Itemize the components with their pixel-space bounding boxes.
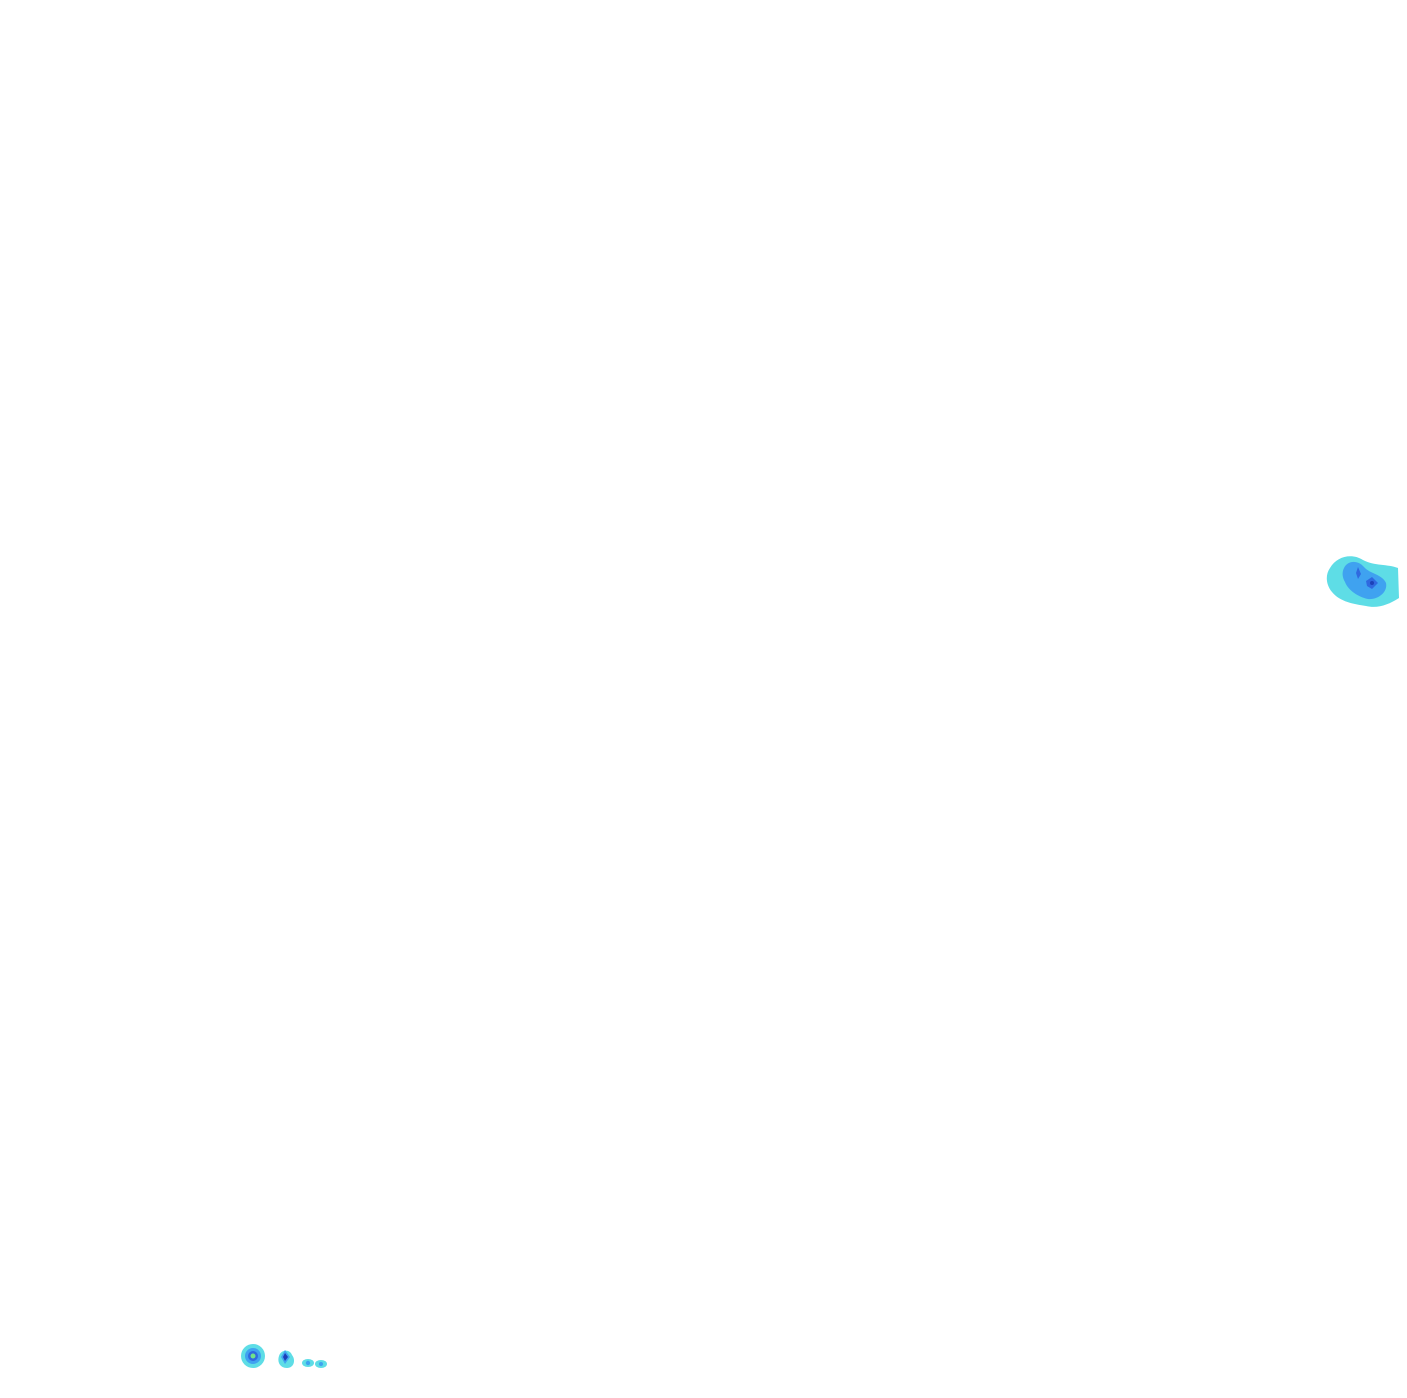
contour-level-core [1370,581,1374,585]
contour-cluster-bottom-left [241,1344,327,1368]
contour-level-middle [1342,561,1387,600]
contour-level-inner [1356,567,1361,579]
contour-cluster-right [1326,556,1399,607]
contour-level-peak [250,1353,256,1359]
contour-level-middle [319,1362,323,1366]
contour-level-core [283,1353,288,1361]
contour-level-middle [305,1360,311,1366]
